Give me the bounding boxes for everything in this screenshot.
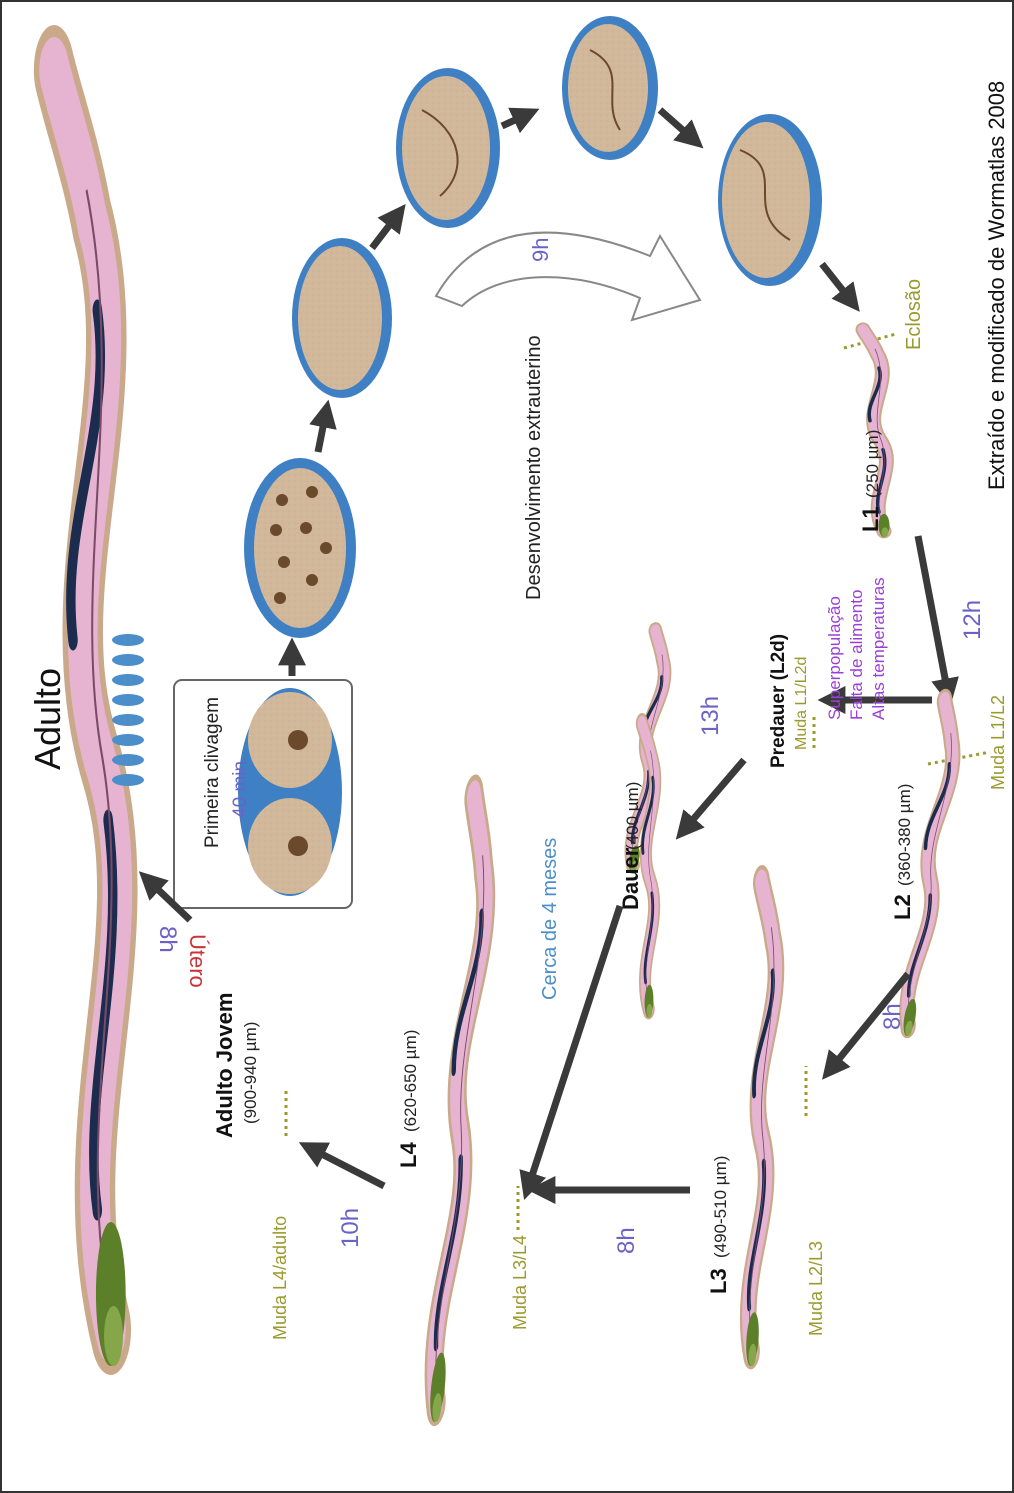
dauer-name: Dauer	[618, 847, 643, 910]
l2-size: (360-380 µm)	[895, 784, 914, 886]
adult-eggs	[112, 634, 144, 786]
eclosao-label: Eclosão	[903, 279, 925, 350]
time-dauer-l4: Cerca de 4 meses	[539, 838, 561, 1000]
extrauterine-time: 9h	[528, 238, 553, 262]
jovem-name: Adulto Jovem	[212, 993, 237, 1138]
extrauterine-label: Desenvolvimento extrauterino	[523, 335, 545, 600]
adult-label: Adulto	[27, 668, 68, 770]
dauer-size: (400 µm)	[623, 782, 642, 850]
molt-l4-adulto: Muda L4/adulto	[270, 1216, 290, 1340]
molt-l2-l3: Muda L2/L3	[806, 1241, 826, 1336]
molt-l1-l2d: Muda L1/L2d	[793, 657, 810, 750]
embryo-pretzel	[562, 16, 658, 160]
condition-superpop: Superpopulação	[825, 596, 844, 720]
l3-name: L3	[706, 1268, 731, 1294]
l3-size: (490-510 µm)	[711, 1156, 730, 1258]
l2-name: L2	[890, 894, 915, 920]
predauer-name: Predauer (L2d)	[768, 634, 789, 768]
arrow-late-to-l1	[822, 264, 852, 302]
extrauterine-arrow	[436, 233, 700, 320]
jovem-size: (900-940 µm)	[241, 1022, 260, 1124]
l4-name: L4	[396, 1142, 421, 1168]
l4-size: (620-650 µm)	[401, 1030, 420, 1132]
arrow-l4-to-jovem	[310, 1148, 384, 1186]
time-l3-l4: 8h	[613, 1227, 640, 1254]
arrow-comma-to-pretzel	[502, 114, 528, 126]
l3-worm	[728, 882, 791, 1367]
time-jovem-adult: 8h	[154, 926, 181, 953]
arrow-predauer-to-dauer	[684, 760, 744, 830]
embryo-comma	[396, 68, 500, 228]
time-l4-jovem: 10h	[337, 1208, 364, 1248]
credit-text: Extraído e modificado de Wormatlas 2008	[984, 81, 1009, 490]
first-cleavage-time: 40 min	[230, 761, 251, 818]
condition-food: Falta de alimento	[847, 590, 866, 720]
arrow-pretzel-to-late	[660, 110, 694, 140]
embryo-late	[718, 114, 822, 286]
time-l1-l2: 12h	[959, 600, 986, 640]
time-predauer-dauer: 13h	[697, 696, 724, 736]
embryo-gastrula	[292, 238, 392, 398]
l4-worm	[408, 796, 506, 1422]
l1-size: (250 µm)	[863, 430, 882, 498]
arrow-gastrula-to-comma	[372, 214, 398, 248]
arrow-l1-to-l2	[918, 536, 948, 694]
embryo-multicell	[244, 458, 356, 638]
first-cleavage-title: Primeira clivagem	[202, 697, 223, 848]
molt-l1-l2: Muda L1/L2	[988, 695, 1008, 790]
condition-temp: Altas temperaturas	[869, 577, 888, 720]
arrow-multicell-to-gastrula	[318, 412, 326, 452]
utero-label: Útero	[185, 934, 210, 988]
two-cell-egg	[238, 688, 342, 896]
molt-l3-l4: Muda L3/L4	[510, 1235, 530, 1330]
l1-name: L1	[858, 506, 883, 532]
time-l2-l3: 8h	[879, 1003, 906, 1030]
